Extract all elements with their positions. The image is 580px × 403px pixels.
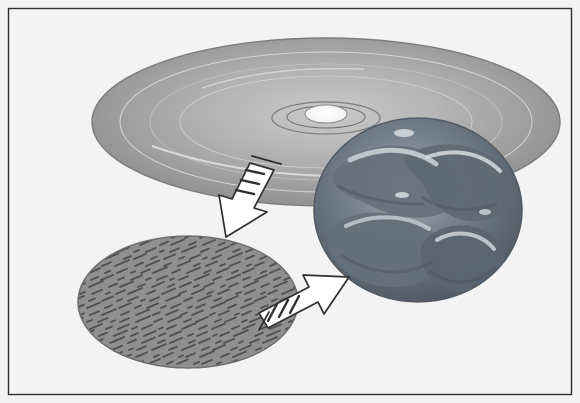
bumps-icon: [314, 118, 522, 302]
